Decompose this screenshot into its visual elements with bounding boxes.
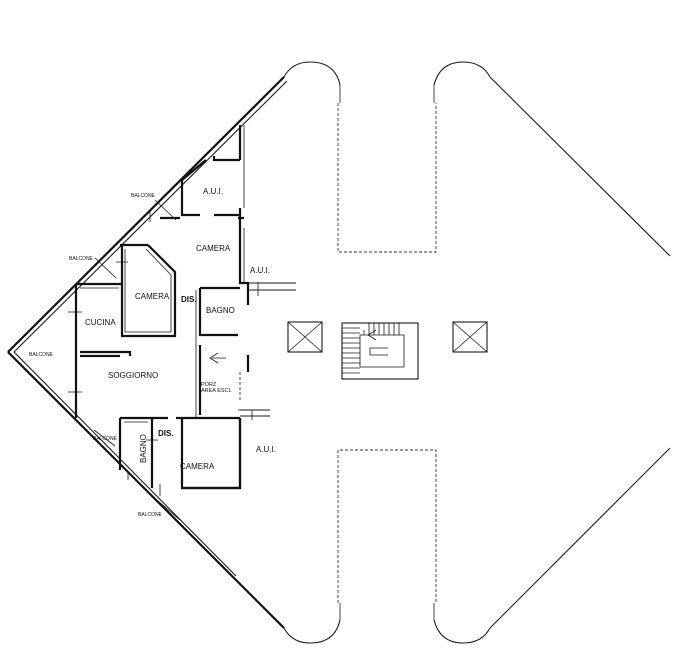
- exterior-wall-south-west-inner: [13, 351, 237, 577]
- label-balcone-lower: BALCONE: [93, 436, 118, 442]
- label-aui-mid: A.U.I.: [250, 266, 270, 275]
- balcony-railing-top: [154, 199, 177, 221]
- shaft-left-cross: [287, 321, 323, 353]
- label-camera-top: CAMERA: [196, 244, 231, 253]
- label-aui-top: A.U.I.: [203, 187, 223, 196]
- courtyard-bottom-dashed: [337, 449, 437, 603]
- bagno-right-walls: [198, 286, 240, 415]
- balcony-railing-upper-left: [94, 257, 117, 279]
- stair-outline: [341, 322, 419, 380]
- label-balcone-top: BALCONE: [131, 193, 156, 199]
- label-aui-bottom: A.U.I.: [256, 445, 276, 454]
- stair-treads: [342, 323, 400, 374]
- label-soggiorno: SOGGIORNO: [108, 371, 158, 380]
- stair-arrow: [367, 329, 377, 341]
- building-outline: [7, 61, 671, 644]
- exterior-wall-north-east: [489, 76, 671, 257]
- balcony-railing-lower: [93, 429, 116, 447]
- corridor-stub-upper: [248, 282, 296, 291]
- exterior-wall-south-west: [7, 351, 285, 629]
- label-porz-line1: PORZ: [201, 382, 217, 388]
- top-left-rounded-end: [283, 61, 341, 86]
- camera-left-walls-inner: [124, 248, 172, 333]
- label-balcone-bottom: BALCONE: [138, 512, 163, 518]
- apartment-walls: [68, 125, 296, 521]
- corridor-stub-lower: [240, 409, 270, 417]
- camera-top-walls: [120, 216, 244, 247]
- room-labels: A.U.I. A.U.I. A.U.I. CAMERA CAMERA CAMER…: [29, 187, 276, 518]
- label-bagno-right: BAGNO: [206, 306, 235, 315]
- core: [209, 321, 488, 380]
- camera-bottom-walls: [180, 418, 242, 490]
- stair-inner: [359, 334, 405, 368]
- exterior-wall-north-west: [7, 76, 285, 353]
- balcony-railing-bottom: [156, 499, 181, 521]
- entrance-arrow-icon: [209, 352, 226, 364]
- soggiorno-partition: [80, 350, 132, 358]
- label-camera-bottom: CAMERA: [180, 462, 215, 471]
- cucina-walls: [74, 282, 122, 418]
- bottom-left-rounded-end: [283, 619, 341, 644]
- shaft-right: [452, 321, 488, 353]
- exterior-wall-south-east: [489, 447, 671, 629]
- label-cucina: CUCINA: [85, 318, 116, 327]
- lower-bath-walls: [118, 416, 240, 488]
- top-right-rounded-end: [433, 61, 491, 86]
- courtyard-top-dashed: [337, 103, 437, 253]
- label-dis-bottom: DIS.: [158, 429, 174, 438]
- label-balcone-left: BALCONE: [29, 352, 54, 358]
- label-porz-line2: AREA ESCL: [201, 388, 232, 394]
- label-bagno-bottom: BAGNO: [139, 434, 148, 463]
- label-dis-top: DIS.: [181, 295, 197, 304]
- bottom-right-rounded-end: [433, 619, 491, 644]
- label-balcone-upper-left: BALCONE: [69, 256, 94, 262]
- shaft-left: [287, 321, 323, 353]
- label-camera-left: CAMERA: [135, 292, 170, 301]
- aui-top-room-walls: [180, 159, 240, 217]
- exterior-wall-north-west-inner: [13, 80, 288, 353]
- shaft-right-cross: [452, 321, 488, 353]
- camera-left-walls: [120, 244, 177, 338]
